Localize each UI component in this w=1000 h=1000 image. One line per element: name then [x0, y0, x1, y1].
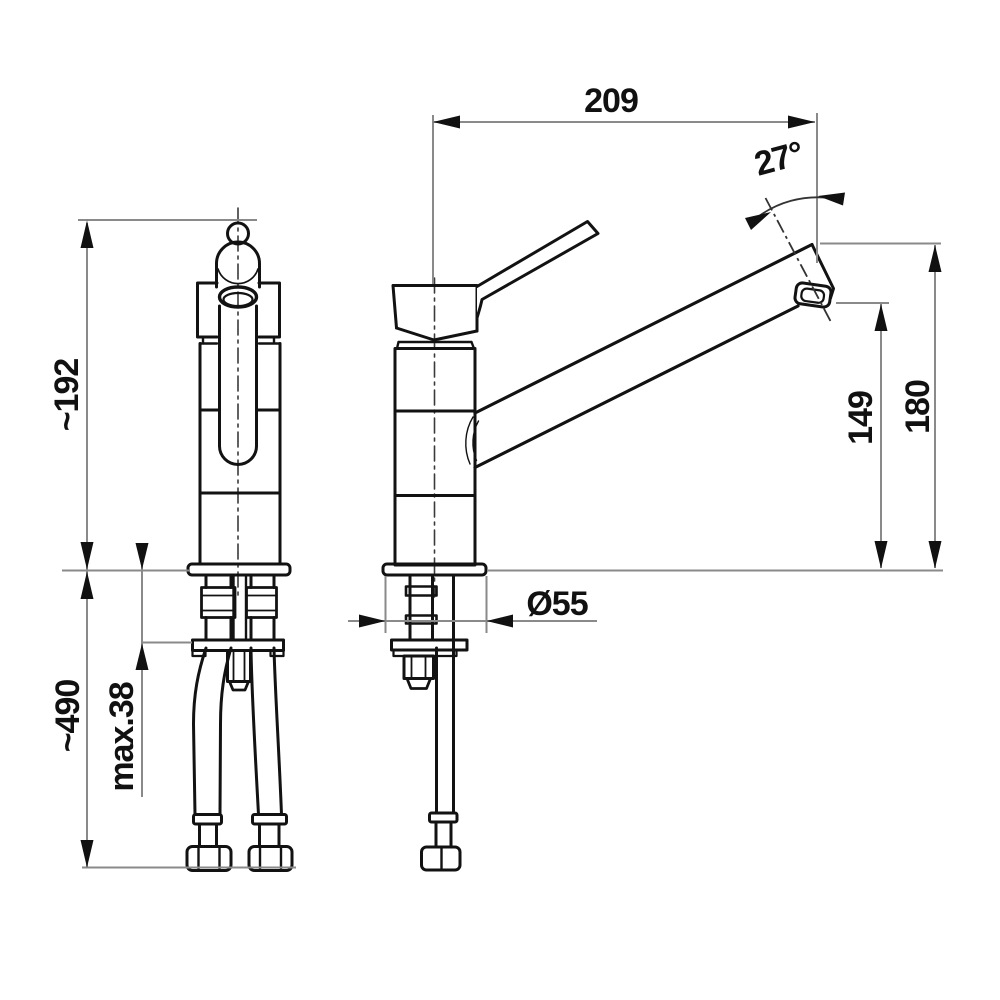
front-fitting-right-lines [245, 594, 278, 612]
arrow-490-top [80, 571, 94, 599]
front-hose-left [192, 646, 233, 816]
front-ball-underside-arc [217, 268, 259, 285]
arrow-180-top [928, 245, 942, 272]
arrow-149-top [874, 304, 888, 331]
front-fitting-left-lines [200, 594, 236, 612]
arrow-490-bottom [80, 840, 94, 868]
front-view [185, 207, 294, 872]
side-lever [475, 220, 600, 320]
front-hose-collar-right [251, 813, 288, 826]
arrow-dia-right [486, 614, 513, 628]
arrow-angle-right [818, 192, 845, 206]
dimension-labels: 209 27° ~192 ~490 max.38 Ø55 149 180 [48, 82, 937, 792]
front-lever-ball [215, 240, 261, 289]
dim-label-180: 180 [899, 380, 937, 434]
arrow-angle-left [745, 212, 771, 230]
side-hose-stem [434, 820, 453, 849]
front-supply-tubes-lower [204, 616, 276, 642]
side-spout-fillet [465, 416, 480, 465]
side-hose [435, 646, 455, 815]
side-mounting-nut [402, 654, 435, 680]
front-mounting-stud [232, 573, 248, 642]
dimension-lines [62, 113, 943, 869]
front-shoulder-right [257, 281, 281, 339]
front-hose-right [249, 646, 283, 816]
front-neck-groove [198, 335, 282, 345]
arrowheads [80, 115, 942, 868]
front-outlet-aerator [222, 291, 254, 308]
front-base-flange [186, 562, 292, 577]
arrow-192-top [80, 220, 94, 248]
side-fitting-upper [404, 585, 438, 597]
side-mounting-nut-flats [410, 655, 427, 680]
side-fitting-lower [404, 614, 438, 625]
front-supply-tubes-upper [204, 573, 276, 589]
front-lever-tip [226, 221, 250, 246]
dim-label-209: 209 [584, 82, 638, 120]
angle-annotation [756, 196, 832, 323]
dim-label-dia55: Ø55 [526, 585, 587, 623]
front-spout-underside [218, 444, 258, 466]
side-mounting-nut-taper [405, 677, 432, 690]
side-mounting-plate [390, 638, 469, 652]
front-hose-collar-left [192, 813, 223, 826]
arrow-149-bottom [874, 541, 888, 569]
side-base-flange [381, 562, 488, 577]
side-spout-bottom [473, 304, 800, 470]
front-mounting-nut-taper [228, 680, 250, 692]
dim-label-27deg: 27° [750, 134, 807, 183]
front-body-sides [198, 342, 282, 566]
side-view [381, 220, 835, 872]
arrow-dia-left [359, 614, 386, 628]
front-hose-nut-left [185, 845, 233, 872]
arrow-209-left [433, 115, 460, 129]
front-hose-stem-right [258, 822, 281, 848]
dim-label-490: ~490 [49, 680, 87, 753]
dim-label-192: ~192 [48, 359, 86, 432]
dim-label-max38: max.38 [103, 682, 141, 791]
arrow-max38-bottom [135, 643, 149, 670]
front-shoulder-left [196, 281, 219, 339]
front-hose-nut-right [247, 845, 294, 872]
front-mounting-nut-flats [232, 649, 246, 683]
front-mounting-nut [226, 649, 252, 683]
side-spout-top [473, 242, 814, 415]
angle-axis-dashdot [764, 197, 832, 323]
front-fitting-left [200, 586, 237, 619]
arrow-192-bottom [80, 542, 94, 570]
arrow-180-bottom [928, 541, 942, 569]
front-hose-stem-left [198, 822, 218, 848]
arrow-max38-top [135, 543, 149, 570]
side-aerator-outer [793, 281, 833, 309]
angle-arc [756, 196, 830, 219]
front-fitting-right [245, 586, 278, 619]
front-spout-tube [218, 304, 258, 448]
side-hose-collar [428, 811, 459, 824]
arrow-209-right [788, 115, 815, 129]
front-plate-lip-right [269, 649, 285, 658]
dim-label-149: 149 [842, 391, 880, 445]
side-cap-bottom [395, 326, 479, 342]
side-aerator-inner [800, 287, 826, 304]
